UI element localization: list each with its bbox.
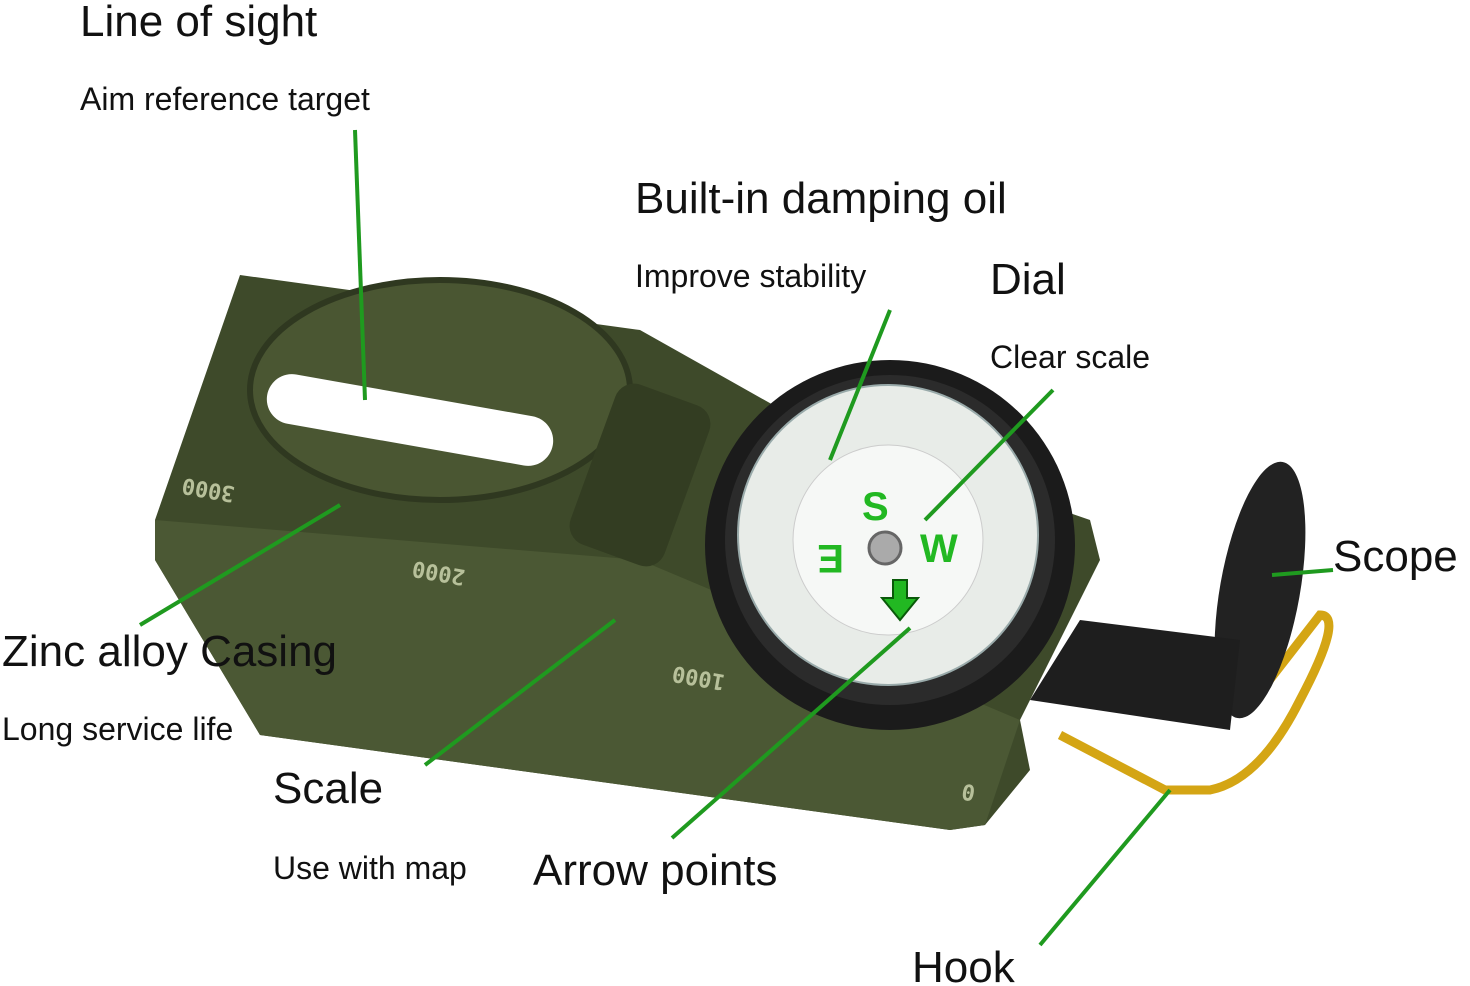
compass-ruler-edge [155,520,1020,830]
callout-line-hook [1038,788,1172,947]
dial-pivot [867,530,903,566]
dial-title: Dial [990,255,1066,304]
scope-title: Scope [1333,532,1458,581]
callout-line-scope [1271,568,1334,577]
casing-sub: Long service life [2,711,234,747]
dial-sub: Clear scale [990,339,1151,375]
scale-title: Scale [273,764,384,813]
line-of-sight-sub: Aim reference target [80,81,370,117]
sight-slot [266,374,554,466]
damping-oil-sub: Improve stability [635,258,867,294]
hinge [569,383,711,567]
line-of-sight-title: Line of sight [80,0,318,46]
arrow-pointer [879,579,921,622]
scope-arm [1030,620,1240,730]
dial-letter-s: S [862,485,889,529]
hook-title: Hook [912,943,1015,986]
callout-line-casing [138,503,342,627]
arrow-title: Arrow points [533,846,778,895]
dial-letters: S W E [817,485,958,580]
dial-letter-w: W [920,527,958,571]
scale-sub: Use with map [273,850,467,886]
callout-line-damping [828,309,892,461]
callout-lines [138,129,1334,947]
ruler-mark-0: 0 [960,778,977,805]
casing-title: Zinc alloy Casing [2,627,338,676]
callout-line-dial [923,388,1055,522]
callout-line-scale [423,618,617,767]
damping-oil-title: Built-in damping oil [635,174,1007,223]
dial-letter-e: E [817,536,844,580]
hook-ring [1057,610,1334,795]
callout-line-arrow [670,626,912,840]
callout-line-sight [353,129,367,401]
